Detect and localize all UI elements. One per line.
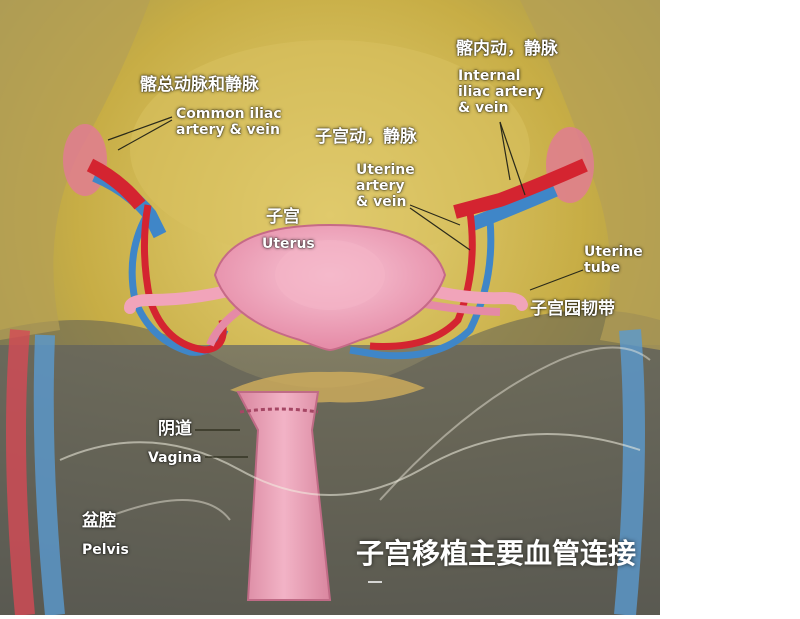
left-common-iliac-artery [86,158,146,210]
leader-line [409,204,461,226]
label-common-iliac-en: Common iliac artery & vein [176,106,282,139]
pelvic-fascia-line [59,433,641,496]
uterine-cavity [275,240,385,310]
leader-line [499,121,526,196]
vaginal-anastomosis-suture [239,407,319,414]
label-internal-iliac-zh: 髂内动，静脉 [456,39,558,59]
label-uterus-en: Uterus [262,236,315,252]
left-uterine-artery [140,204,227,354]
right-femoral-vein [614,329,645,616]
pelvic-fascia-line [99,499,231,521]
right-uterine-artery [369,211,476,350]
label-uterine-vessels-zh: 子宫动，静脉 [315,127,417,147]
leader-line [117,119,173,151]
left-pelvic-bone [0,0,150,340]
right-uterine-vein [349,219,495,360]
left-iliac-cut [63,124,107,196]
pelvic-cavity-glow [130,40,530,260]
right-pelvic-bone [520,0,660,350]
right-internal-iliac-vein [467,183,558,232]
label-vagina-zh: 阴道 [158,419,192,439]
vagina [236,391,332,601]
leader-line [499,121,511,181]
label-pelvis-zh: 盆腔 [82,511,116,531]
leader-line [529,269,584,291]
label-uterine-tube-en: Uterine tube [584,244,643,277]
label-uterine-vessels-en: Uterine artery & vein [356,162,415,211]
right-internal-iliac-artery [453,158,588,219]
left-femoral-artery [6,329,35,616]
left-femoral-vein [33,334,65,616]
pelvic-fascia-line [379,346,651,501]
figure-caption: 子宫移植主要血管连接 [356,537,637,570]
pelvis-shadow [0,310,660,615]
leader-line [409,207,471,251]
label-common-iliac-zh: 髂总动脉和静脉 [140,75,259,95]
label-uterus-zh: 子宫 [266,207,300,227]
leader-line [107,116,173,141]
label-vagina-en: Vagina [148,450,202,466]
label-internal-iliac-en: Internal iliac artery & vein [458,68,544,117]
label-pelvis-en: Pelvis [82,542,129,558]
label-round-ligament-zh: 子宫园韧带 [530,299,615,319]
